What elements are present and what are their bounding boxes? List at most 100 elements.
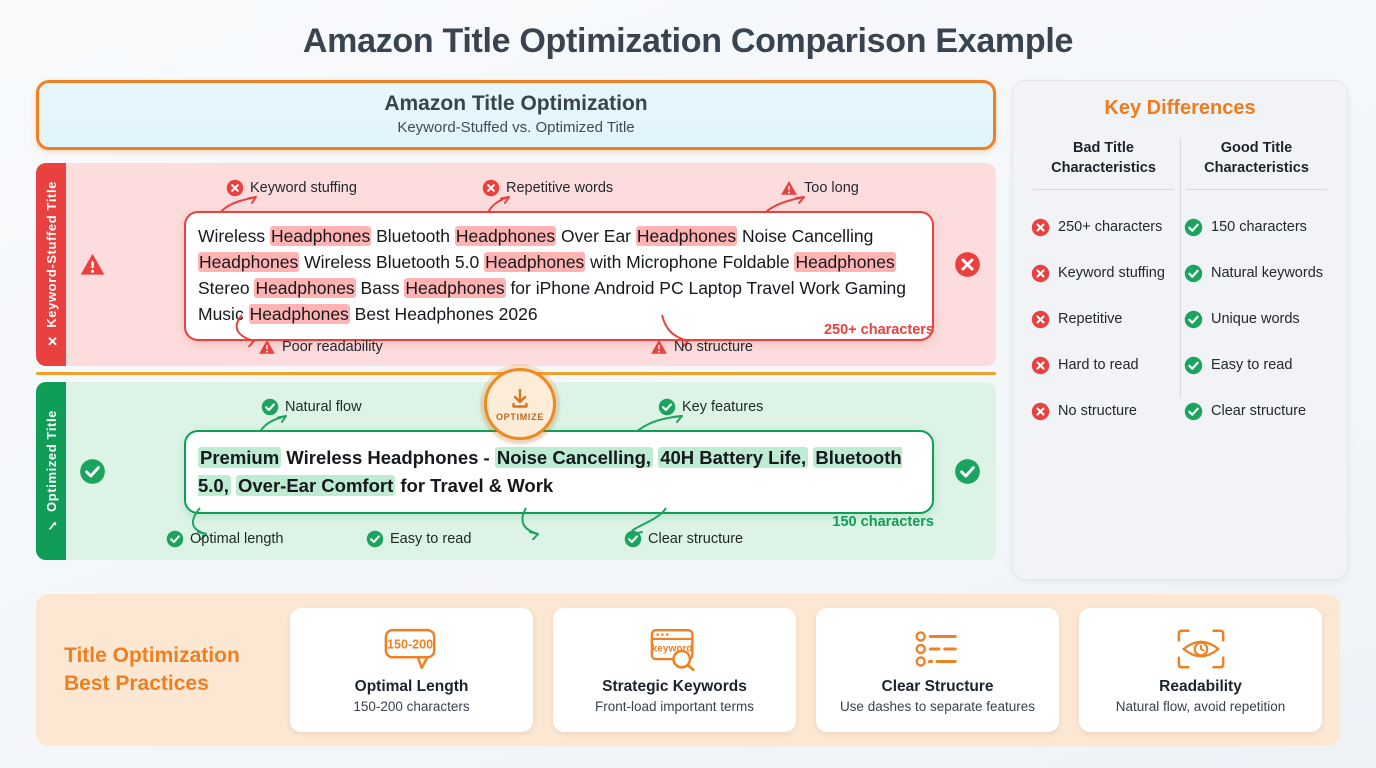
- optimized-title-box: Premium Wireless Headphones - Noise Canc…: [184, 430, 934, 514]
- list-item: Easy to read: [1184, 342, 1329, 388]
- key-differences-panel: Key Differences Bad Title Characteristic…: [1012, 80, 1348, 580]
- keyword-stuffed-title-box: Wireless Headphones Bluetooth Headphones…: [184, 211, 934, 341]
- list-item-label: Easy to read: [1211, 357, 1293, 373]
- circle-x-icon: [1031, 218, 1050, 237]
- header-banner: Amazon Title Optimization Keyword-Stuffe…: [36, 80, 996, 150]
- circle-x-icon: [1031, 310, 1050, 329]
- best-practice-card-clear-structure[interactable]: Clear Structure Use dashes to separate f…: [816, 608, 1059, 732]
- list-item-label: 250+ characters: [1058, 219, 1163, 235]
- best-practice-name: Clear Structure: [881, 678, 994, 695]
- keyword-stuffed-section: ✕ Keyword-Stuffed Title Keyword stuffing: [36, 163, 996, 366]
- annotation-repetitive-words: Repetitive words: [482, 179, 613, 197]
- list-item-label: Unique words: [1211, 311, 1300, 327]
- annotation-label: Keyword stuffing: [250, 180, 357, 196]
- bad-char-count: 250+ characters: [823, 322, 934, 338]
- best-practice-name: Strategic Keywords: [602, 678, 747, 695]
- keyword-stuffed-title-text: Wireless Headphones Bluetooth Headphones…: [198, 226, 907, 324]
- best-practices-cards: 150-200 Optimal Length 150-200 character…: [290, 608, 1322, 732]
- best-practice-name: Readability: [1159, 678, 1242, 695]
- page-title: Amazon Title Optimization Comparison Exa…: [302, 22, 1074, 60]
- download-arrow-icon: [508, 387, 532, 411]
- optimize-badge[interactable]: OPTIMIZE: [484, 368, 556, 440]
- optimized-title-tab: ✓ Optimized Title: [36, 382, 66, 560]
- best-practice-desc: 150-200 characters: [353, 699, 470, 714]
- circle-check-icon: [79, 458, 106, 485]
- best-practice-desc: Natural flow, avoid repetition: [1115, 699, 1286, 714]
- list-item-label: Natural keywords: [1211, 265, 1324, 281]
- column-divider: [1180, 138, 1181, 398]
- best-practices-section: Title Optimization Best Practices 150-20…: [36, 594, 1340, 746]
- good-char-count: 150 characters: [832, 514, 934, 530]
- best-practices-title-line2: Best Practices: [64, 672, 209, 695]
- circle-check-icon: [1184, 218, 1203, 237]
- good-column-header: Good Title Characteristics: [1184, 138, 1329, 178]
- keyword-stuffed-tab: ✕ Keyword-Stuffed Title: [36, 163, 66, 366]
- annotation-too-long: Too long: [780, 179, 859, 197]
- list-item: Natural keywords: [1184, 250, 1329, 296]
- circle-check-icon: [624, 530, 642, 548]
- annotation-optimal-length: Optimal length: [166, 530, 284, 548]
- circle-x-icon: [226, 179, 244, 197]
- list-item-label: Clear structure: [1211, 403, 1307, 419]
- banner-subtitle: Keyword-Stuffed vs. Optimized Title: [397, 119, 635, 136]
- annotation-clear-structure: Clear structure: [624, 530, 743, 548]
- main-layout: Amazon Title Optimization Keyword-Stuffe…: [0, 80, 1376, 768]
- annotation-keyword-stuffing: Keyword stuffing: [226, 179, 357, 197]
- best-practices-title: Title Optimization Best Practices: [54, 642, 274, 698]
- warning-triangle-icon: [780, 179, 798, 197]
- list-item: Repetitive: [1031, 296, 1176, 342]
- annotation-label: Optimal length: [190, 531, 284, 547]
- list-item: Clear structure: [1184, 388, 1329, 434]
- best-practice-card-strategic-keywords[interactable]: keyword Strategic Keywords Front-load im…: [553, 608, 796, 732]
- list-item: No structure: [1031, 388, 1176, 434]
- circle-check-icon: [1184, 402, 1203, 421]
- circle-check-icon: [366, 530, 384, 548]
- best-practice-desc: Use dashes to separate features: [839, 699, 1036, 714]
- annotation-easy-to-read: Easy to read: [366, 530, 471, 548]
- list-item: Hard to read: [1031, 342, 1176, 388]
- best-practices-title-line1: Title Optimization: [64, 644, 240, 667]
- svg-text:keyword: keyword: [651, 643, 692, 654]
- header-rule: [1033, 189, 1174, 190]
- annotation-label: Repetitive words: [506, 180, 614, 196]
- good-characteristics-column: Good Title Characteristics 150 character…: [1180, 138, 1333, 434]
- key-differences-columns: Bad Title Characteristics 250+ character…: [1027, 138, 1333, 434]
- annotation-label: No structure: [674, 339, 753, 355]
- list-item-label: Hard to read: [1058, 357, 1139, 373]
- annotation-label: Easy to read: [390, 531, 472, 547]
- eye-scan-icon: [1175, 626, 1227, 672]
- circle-x-icon: [1031, 264, 1050, 283]
- annotation-natural-flow: Natural flow: [261, 398, 362, 416]
- bad-column-header-line1: Bad Title: [1073, 140, 1134, 156]
- list-item-label: No structure: [1058, 403, 1137, 419]
- optimized-title-tab-label: ✓ Optimized Title: [43, 410, 59, 532]
- list-item: Keyword stuffing: [1031, 250, 1176, 296]
- annotation-label: Natural flow: [285, 399, 362, 415]
- best-practice-card-optimal-length[interactable]: 150-200 Optimal Length 150-200 character…: [290, 608, 533, 732]
- circle-x-icon: [1031, 356, 1050, 375]
- list-item-label: 150 characters: [1211, 219, 1307, 235]
- bad-column-header-line2: Characteristics: [1051, 160, 1156, 176]
- good-column-header-line1: Good Title: [1220, 140, 1293, 156]
- list-item: 150 characters: [1184, 204, 1329, 250]
- best-practice-card-readability[interactable]: Readability Natural flow, avoid repetiti…: [1079, 608, 1322, 732]
- bad-column-header: Bad Title Characteristics: [1031, 138, 1176, 178]
- circle-check-icon: [954, 458, 981, 485]
- circle-check-icon: [1184, 264, 1203, 283]
- annotation-label: Poor readability: [282, 339, 383, 355]
- annotation-no-structure: No structure: [650, 338, 753, 356]
- svg-text:150-200: 150-200: [387, 637, 433, 651]
- banner-title: Amazon Title Optimization: [384, 92, 648, 115]
- header-rule: [1186, 189, 1327, 190]
- circle-check-icon: [658, 398, 676, 416]
- optimized-title-text: Premium Wireless Headphones - Noise Canc…: [198, 447, 902, 496]
- list-item-label: Repetitive: [1058, 311, 1123, 327]
- circle-check-icon: [1184, 356, 1203, 375]
- warning-triangle-icon: [79, 251, 106, 278]
- circle-x-icon: [1031, 402, 1050, 421]
- circle-x-icon: [954, 251, 981, 278]
- bullet-list-icon: [913, 626, 963, 672]
- optimize-badge-label: OPTIMIZE: [495, 411, 545, 422]
- annotation-poor-readability: Poor readability: [258, 338, 383, 356]
- annotation-label: Too long: [804, 180, 859, 196]
